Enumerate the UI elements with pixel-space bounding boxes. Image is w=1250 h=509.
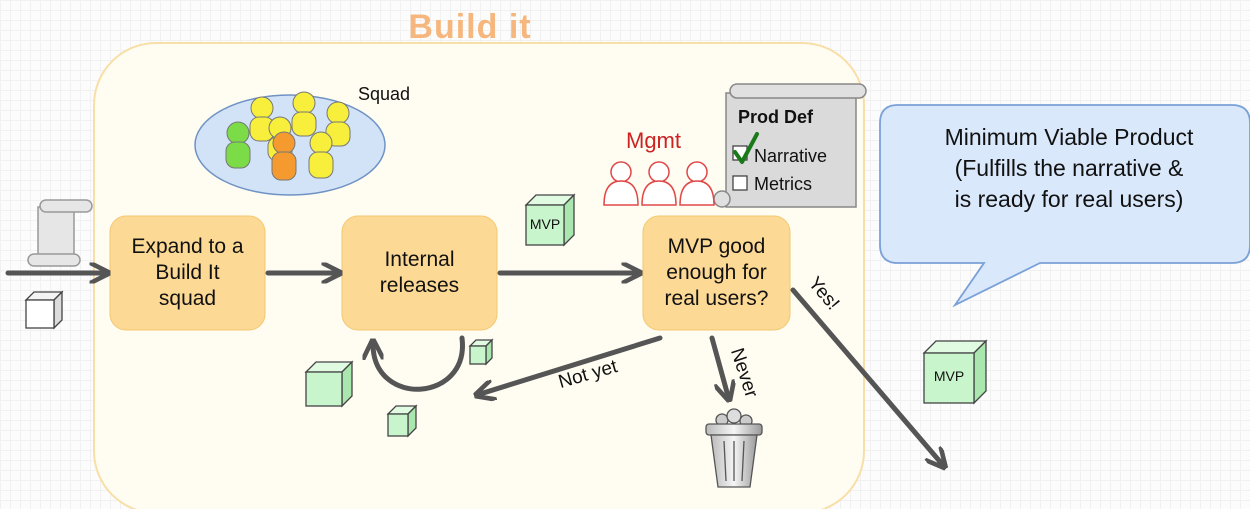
release-cube <box>386 404 418 438</box>
squad-label: Squad <box>358 84 411 104</box>
decision-box <box>642 215 791 331</box>
mgmt-people-icon <box>603 161 715 206</box>
mvp-cube-prototype-label: MVP <box>529 216 561 232</box>
mgmt-label: Mgmt <box>626 128 681 153</box>
release-cube <box>304 360 354 408</box>
mvp-cube-release <box>922 339 988 405</box>
release-cube <box>468 338 494 366</box>
callout-text: Minimum Viable Product (Fulfills the nar… <box>944 124 1194 212</box>
not-yet-arrow <box>480 335 663 394</box>
internal-releases-step-label: Internal releases <box>379 247 460 297</box>
trash-can-icon <box>705 408 763 488</box>
mvp-cube-prototype <box>524 193 576 247</box>
mvp-cube-release-label: MVP <box>933 368 965 384</box>
never-arrow <box>709 335 728 396</box>
prod-def-scroll <box>713 83 867 208</box>
input-cube <box>24 290 64 330</box>
yes-arrow <box>790 287 942 464</box>
prod-def-title: Prod Def <box>738 107 814 127</box>
metrics-item-label: Metrics <box>754 174 812 194</box>
checkmark-icon <box>733 132 759 164</box>
expand-squad-step-label: Expand to a Build It squad <box>131 234 244 311</box>
diagram-title: Build it <box>408 8 532 46</box>
mvp-definition-callout <box>879 104 1250 308</box>
squad-group-icon <box>194 91 386 196</box>
narrative-item-label: Narrative <box>754 146 828 166</box>
decision-label: MVP good enough for real users? <box>664 234 769 311</box>
release-loop-arrow <box>373 335 465 392</box>
narrative-scroll-icon <box>27 199 93 267</box>
